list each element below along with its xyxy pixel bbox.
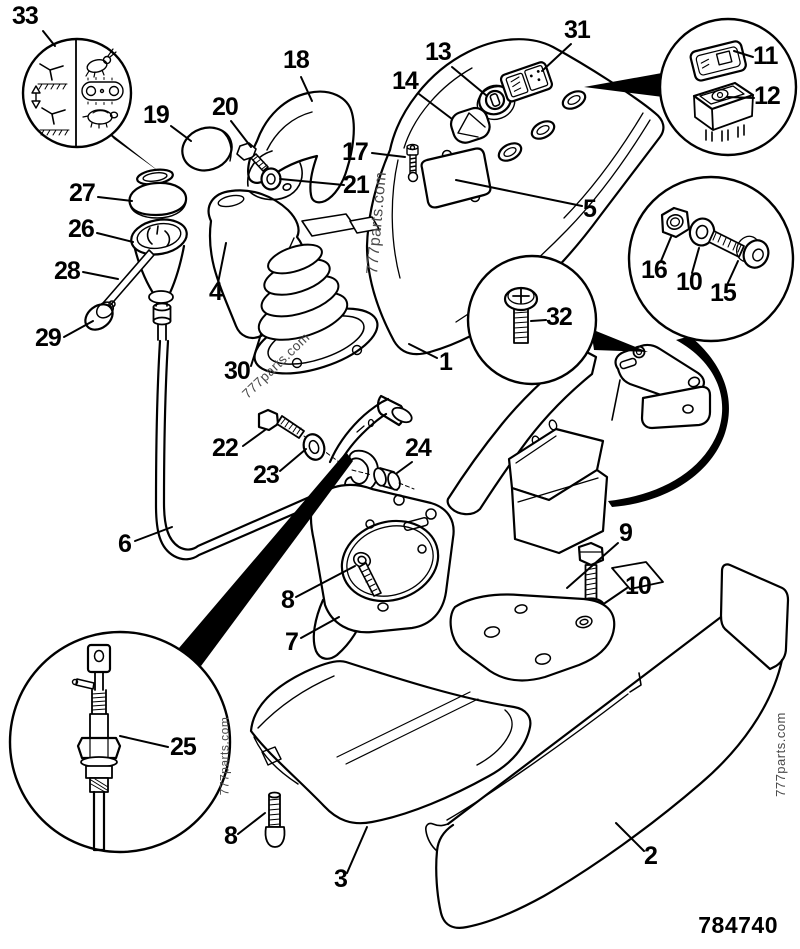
- detail-circle-fasteners: [627, 175, 795, 343]
- callout-32: 32: [546, 303, 573, 331]
- callout-10-upper: 10: [676, 268, 703, 296]
- washer-10-upper: [688, 217, 716, 247]
- callout-8-upper: 8: [281, 586, 295, 614]
- callout-13: 13: [425, 38, 452, 66]
- callout-16: 16: [641, 256, 668, 284]
- callout-12: 12: [754, 82, 781, 110]
- decal-ring: [136, 168, 174, 186]
- joystick-boot: [253, 243, 379, 375]
- screw-17: [406, 143, 419, 174]
- cap-27: [128, 181, 188, 219]
- callout-10-lower: 10: [625, 572, 652, 600]
- cover-2: [425, 563, 790, 929]
- callout-20: 20: [212, 93, 239, 121]
- pointer-wedge-fasteners: [608, 336, 729, 507]
- turtle-icon: [82, 109, 119, 129]
- sensor-mount-plate: [309, 483, 455, 660]
- nut-16: [660, 206, 691, 239]
- part-number: 784740: [698, 912, 778, 938]
- detail-circle-cable: [8, 630, 232, 854]
- cable-end-25: [71, 643, 122, 852]
- detail-circle-speed-decal: [21, 37, 133, 149]
- callout-21: 21: [343, 171, 370, 199]
- callout-6: 6: [118, 530, 132, 558]
- switch-decal: [689, 40, 747, 82]
- callout-24: 24: [405, 434, 432, 462]
- detail-circle-switch: [658, 17, 798, 157]
- callout-27: 27: [69, 179, 96, 207]
- switch-plate: [247, 150, 303, 201]
- knob-19: [181, 126, 233, 172]
- callout-25: 25: [170, 733, 197, 761]
- callout-22: 22: [212, 434, 239, 462]
- watermark-777parts: 777parts.com: [772, 712, 788, 797]
- crawler-track-icon: [81, 77, 124, 105]
- callout-26: 26: [68, 215, 95, 243]
- callout-3: 3: [334, 865, 348, 893]
- pointer-wedge-decal: [100, 125, 161, 173]
- washer-21: [260, 167, 282, 191]
- callout-5: 5: [583, 195, 597, 223]
- knob-26: [130, 218, 188, 341]
- bolt-22: [257, 408, 344, 466]
- pointer-wedge-screw32: [591, 329, 648, 352]
- callout-7: 7: [285, 628, 299, 656]
- washer-23: [302, 433, 326, 461]
- joystick-cover: [247, 90, 355, 204]
- callout-11: 11: [753, 42, 778, 70]
- console-knob: [449, 106, 491, 144]
- leader-lines: [42, 30, 755, 874]
- callout-29: 29: [35, 324, 62, 352]
- frame-tab: [611, 561, 664, 590]
- pointer-wedge-switch: [584, 73, 663, 97]
- callout-2: 2: [644, 842, 658, 870]
- console-plate: [420, 147, 492, 209]
- rocker-switch-mounted: [499, 61, 553, 103]
- callout-1: 1: [439, 348, 453, 376]
- callout-28: 28: [54, 257, 81, 285]
- callout-19: 19: [143, 101, 170, 129]
- callout-9: 9: [619, 519, 633, 547]
- callout-17: 17: [342, 138, 369, 166]
- callout-15: 15: [710, 279, 737, 307]
- callout-18: 18: [283, 46, 310, 74]
- base-plate: [449, 593, 616, 682]
- pan-head-screw-32: [503, 286, 539, 344]
- switch-knob-assembly: [84, 168, 335, 561]
- rocker-switch-part: [692, 81, 755, 142]
- bracket-side-flange: [640, 385, 712, 430]
- bent-mount-bracket: [507, 427, 609, 555]
- watermark-777parts: 777parts.com: [217, 716, 232, 796]
- callout-14: 14: [392, 67, 419, 95]
- callout-33: 33: [12, 2, 39, 30]
- bushing-24: [351, 467, 415, 491]
- bolt-9: [577, 541, 605, 601]
- cover-3: [249, 660, 532, 825]
- console-body: [365, 38, 665, 356]
- screw-8-lower: [264, 791, 286, 848]
- button-29: [84, 300, 116, 331]
- cable-6: [154, 339, 335, 561]
- callout-30: 30: [224, 357, 251, 385]
- mount-plate: [301, 213, 380, 237]
- frame-bracket: [446, 343, 712, 682]
- callout-23: 23: [253, 461, 280, 489]
- callout-31: 31: [564, 16, 591, 44]
- socket-screw-15: [708, 230, 770, 269]
- screw-8-upper: [352, 551, 382, 597]
- pointer-wedge-cable: [179, 452, 353, 666]
- up-down-arrow-icon: [31, 85, 41, 109]
- callout-8-lower: 8: [224, 822, 238, 850]
- lever-position-icon: [37, 63, 70, 136]
- panel-oval-cutouts: [497, 90, 587, 162]
- joystick-assembly: [181, 90, 380, 375]
- callout-4: 4: [209, 278, 223, 306]
- rabbit-icon: [85, 48, 117, 78]
- lever-mechanism: [257, 394, 415, 510]
